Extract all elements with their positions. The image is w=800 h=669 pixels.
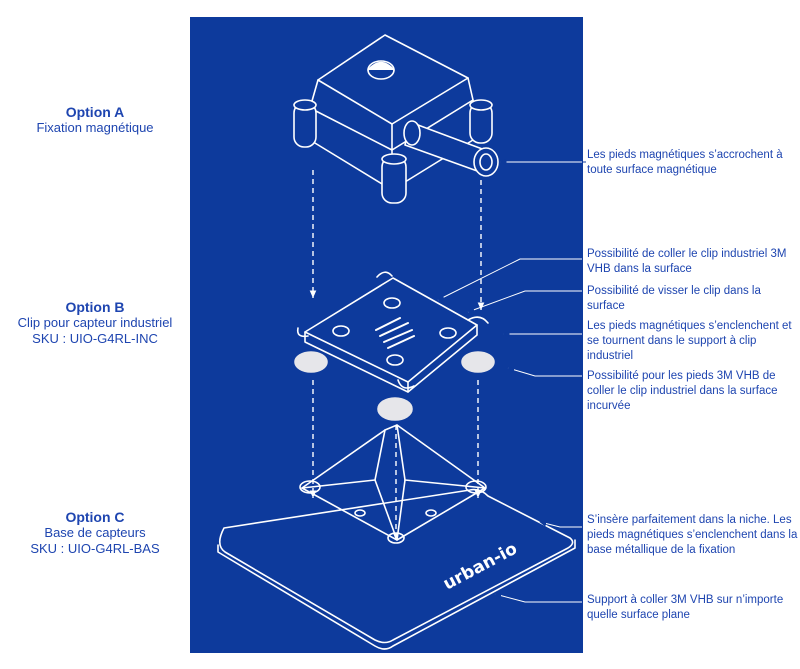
option-b-label: Option B Clip pour capteur industriel SK… [0,299,190,347]
option-c-sku: SKU : UIO-G4RL-BAS [30,541,160,556]
adhesive-pad-right [461,351,495,373]
option-c-subtitle: Base de capteurs [44,525,146,540]
adhesive-pad-left [294,351,328,373]
leader-line-3 [468,290,582,312]
option-a-title: Option A [65,104,125,120]
leader-line-6 [540,522,582,528]
industrial-clip [296,271,489,393]
option-c-label: Option C Base de capteurs SKU : UIO-G4RL… [0,509,190,557]
option-a-subtitle: Fixation magnétique [36,120,154,135]
annotation-feet-engage: Les pieds magnétiques s’enclenchent et s… [587,320,792,362]
leader-line-7 [495,594,582,603]
option-b-sku: SKU : UIO-G4RL-INC [32,331,158,346]
annotation-flat-surface: Support à coller 3M VHB sur n’importe qu… [587,594,784,621]
option-b-subtitle: Clip pour capteur industriel [17,315,173,330]
annotation-screw-clip: Possibilité de visser le clip dans la su… [587,285,761,312]
leader-line-5 [508,368,582,377]
annotation-magnetic-feet: Les pieds magnétiques s’accrochent à tou… [587,149,783,176]
sensor-base [217,424,576,650]
annotation-curved-surface: Possibilité pour les pieds 3M VHB de col… [587,370,778,412]
leader-line-2 [438,258,582,301]
option-b-title: Option B [65,299,125,315]
option-c-title: Option C [65,509,125,525]
sensor-module [293,34,499,204]
option-a-label: Option A Fixation magnétique [0,104,190,136]
annotation-vhb-clip: Possibilité de coller le clip industriel… [587,248,787,275]
annotation-niche-fit: S’insère parfaitement dans la niche. Les… [587,514,798,556]
adhesive-pad-center [377,397,413,421]
